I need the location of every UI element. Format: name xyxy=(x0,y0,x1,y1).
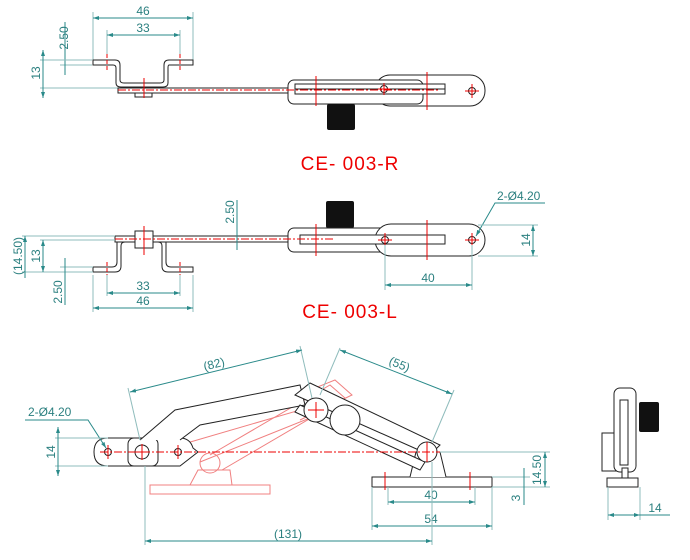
l-dim-46: 46 xyxy=(92,275,194,312)
l-view-label: CE- 003-L xyxy=(302,302,398,323)
l-dim-2-50-top: 2.50 xyxy=(223,200,238,250)
svg-text:40: 40 xyxy=(421,271,435,285)
svg-text:14: 14 xyxy=(519,233,533,247)
l-dim-14-50: (14.50) xyxy=(11,235,115,278)
svg-text:3: 3 xyxy=(509,494,523,501)
r-bracket xyxy=(92,59,194,88)
side-dim-131: (131) xyxy=(144,462,433,545)
l-knob xyxy=(326,201,354,228)
side-dim-14: 14 xyxy=(44,427,108,476)
svg-text:46: 46 xyxy=(136,294,150,308)
l-dim-13: 13 xyxy=(29,239,115,272)
view-ce-003-r: 46 33 2.50 13 xyxy=(29,4,486,175)
svg-text:(131): (131) xyxy=(274,527,302,541)
l-dim-hole-note: 2-Ø4.20 xyxy=(475,189,545,237)
svg-text:2-Ø4.20: 2-Ø4.20 xyxy=(28,405,72,419)
svg-text:13: 13 xyxy=(29,66,43,80)
r-dim-2-50: 2.50 xyxy=(57,22,92,75)
side-dim-14-50: 14.50 xyxy=(440,451,550,488)
side-dim-54: 54 xyxy=(371,487,493,530)
svg-text:2.50: 2.50 xyxy=(57,26,71,50)
end-view: 14 xyxy=(601,387,670,520)
r-centerlines xyxy=(106,54,479,110)
svg-text:2.50: 2.50 xyxy=(223,200,237,224)
svg-text:13: 13 xyxy=(29,249,43,263)
r-dim-13: 13 xyxy=(29,50,118,98)
svg-text:14.50: 14.50 xyxy=(530,455,544,485)
l-dim-33: 33 xyxy=(106,275,181,296)
l-dim-40: 40 xyxy=(384,245,473,290)
svg-text:14: 14 xyxy=(648,501,662,515)
side-centerlines xyxy=(100,402,471,490)
side-dim-3: 3 xyxy=(492,468,530,505)
svg-text:46: 46 xyxy=(136,4,150,18)
svg-text:54: 54 xyxy=(424,512,438,526)
l-dim-14: 14 xyxy=(478,224,538,257)
side-arm xyxy=(93,382,441,471)
svg-text:33: 33 xyxy=(136,279,150,293)
r-dim-46: 46 xyxy=(92,4,194,60)
l-centerlines xyxy=(106,220,479,276)
l-dim-2-50-bottom: 2.50 xyxy=(51,258,93,305)
svg-text:40: 40 xyxy=(424,488,438,502)
view-ce-003-l: 2.50 2-Ø4.20 14 40 (14.50) 13 xyxy=(11,189,545,323)
r-view-label: CE- 003-R xyxy=(301,154,400,175)
side-view: (82) (55) 2-Ø4.20 14 14.50 3 xyxy=(25,345,550,545)
svg-text:14: 14 xyxy=(44,445,58,459)
svg-text:(82): (82) xyxy=(202,355,226,374)
r-dim-33: 33 xyxy=(106,21,181,55)
end-dim-14: 14 xyxy=(607,487,670,520)
svg-text:(55): (55) xyxy=(387,354,412,375)
svg-text:2.50: 2.50 xyxy=(51,280,65,304)
svg-text:33: 33 xyxy=(136,21,150,35)
r-knob xyxy=(327,104,355,130)
r-handle xyxy=(287,74,486,107)
svg-text:2-Ø4.20: 2-Ø4.20 xyxy=(497,189,541,203)
side-dim-hole-note: 2-Ø4.20 xyxy=(25,405,107,449)
svg-text:(14.50): (14.50) xyxy=(11,237,25,275)
l-handle xyxy=(287,223,486,257)
side-dim-82: (82) xyxy=(127,345,313,441)
